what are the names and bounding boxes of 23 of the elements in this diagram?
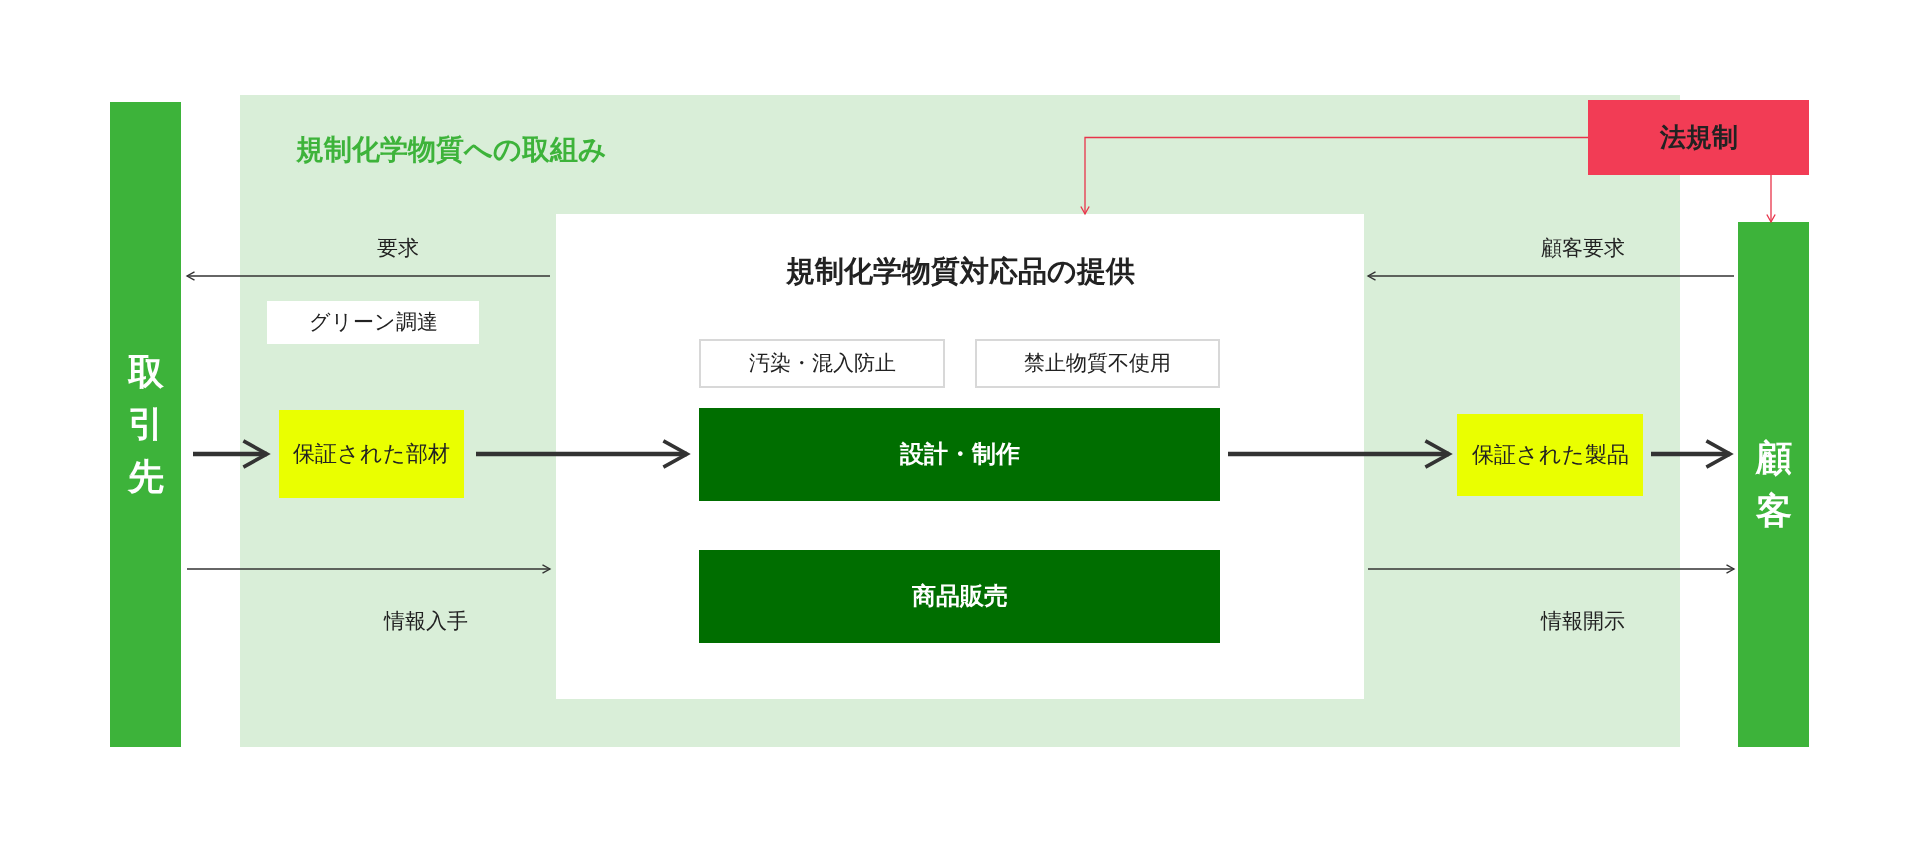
arrow (1766, 174, 1776, 223)
arrow (476, 439, 689, 469)
arrow (1228, 439, 1451, 469)
arrow (1367, 564, 1735, 574)
arrow (1651, 439, 1732, 469)
panel-heading: 規制化学物質対応品の提供 (784, 253, 1136, 290)
content-panel (556, 214, 1364, 699)
vertical-label-bar: 顧客 (1738, 222, 1809, 747)
arrow (186, 564, 551, 574)
arrow (1080, 136, 1589, 215)
tag-label: グリーン調達 (267, 301, 479, 344)
panel-heading: 規制化学物質への取組み (296, 132, 607, 168)
arrow (186, 271, 551, 281)
tag-label: 汚染・混入防止 (699, 339, 945, 388)
process-box: 商品販売 (699, 550, 1220, 643)
vertical-label-bar: 取引先 (110, 102, 181, 747)
alert-box: 法規制 (1588, 100, 1809, 175)
arrow (193, 439, 269, 469)
tag-label: 禁止物質不使用 (975, 339, 1220, 388)
highlight-box: 保証された製品 (1457, 414, 1643, 496)
process-box: 設計・制作 (699, 408, 1220, 501)
highlight-box: 保証された部材 (279, 410, 464, 498)
arrow (1367, 271, 1735, 281)
